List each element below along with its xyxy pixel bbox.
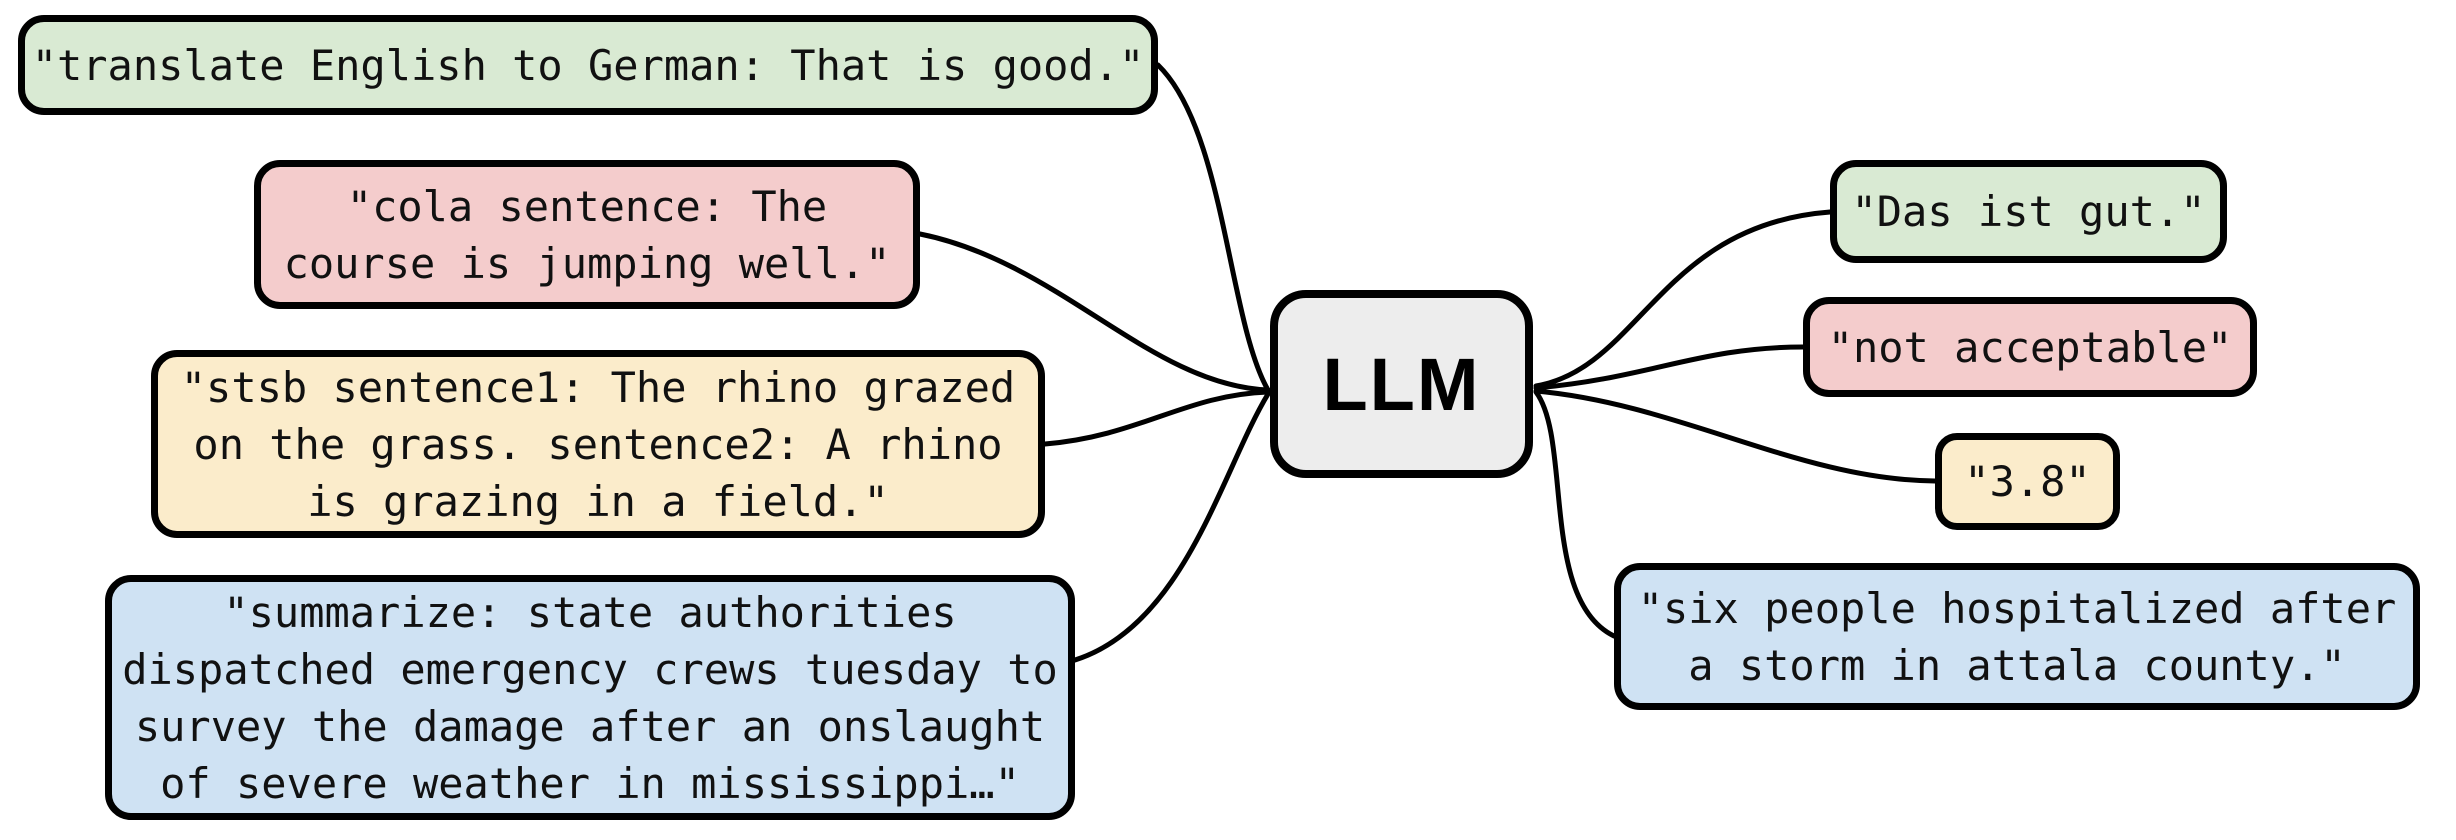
output-box-cola: "not acceptable" <box>1803 297 2257 397</box>
wire-output-stsb <box>1533 388 1938 484</box>
output-text-translation: "Das ist gut." <box>1851 187 2206 236</box>
wire-output-summary <box>1533 389 1617 639</box>
llm-box: LLM <box>1270 290 1533 478</box>
input-text-cola: "cola sentence: The course is jumping we… <box>283 181 891 288</box>
wire-input-summarize <box>1072 391 1271 663</box>
input-box-summarize: "summarize: state authorities dispatched… <box>105 575 1075 820</box>
wire-input-cola <box>917 231 1271 393</box>
input-box-stsb: "stsb sentence1: The rhino grazed on the… <box>151 350 1045 538</box>
input-box-cola: "cola sentence: The course is jumping we… <box>254 160 920 309</box>
llm-label: LLM <box>1322 342 1481 426</box>
output-text-summary: "six people hospitalized after a storm i… <box>1637 583 2397 690</box>
input-text-stsb: "stsb sentence1: The rhino grazed on the… <box>180 362 1016 526</box>
output-box-translation: "Das ist gut." <box>1830 160 2227 263</box>
output-text-stsb: "3.8" <box>1964 457 2091 506</box>
input-text-summarize: "summarize: state authorities dispatched… <box>122 587 1058 808</box>
wire-input-stsb <box>1042 389 1271 447</box>
input-text-translate: "translate English to German: That is go… <box>31 40 1145 90</box>
wire-input-translate <box>1155 62 1271 393</box>
wire-output-cola <box>1533 344 1806 391</box>
wire-output-translation <box>1533 209 1833 389</box>
output-text-cola: "not acceptable" <box>1827 322 2233 372</box>
output-box-summary: "six people hospitalized after a storm i… <box>1614 563 2420 710</box>
input-box-translate: "translate English to German: That is go… <box>18 15 1158 115</box>
output-box-stsb: "3.8" <box>1935 433 2120 530</box>
